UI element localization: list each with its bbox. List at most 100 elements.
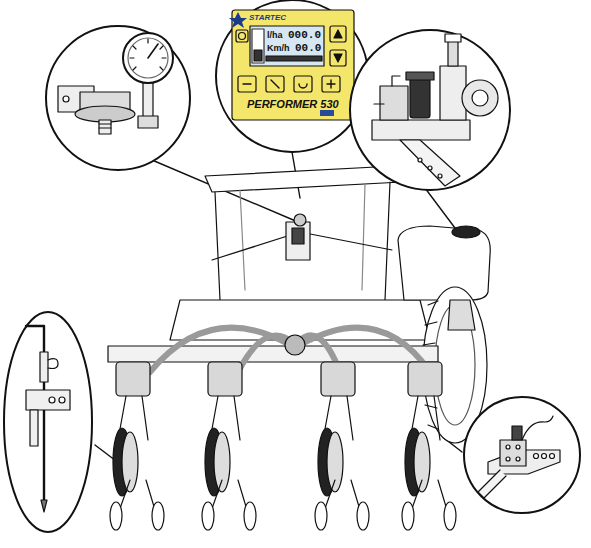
- screen-bar: [266, 56, 322, 61]
- pump-callout-part: [418, 158, 422, 162]
- pressure-gauge: [123, 33, 173, 83]
- button: [294, 76, 312, 92]
- unit-label: l/ha: [267, 31, 283, 40]
- row-unit: [402, 362, 456, 530]
- shaft: [478, 470, 506, 498]
- sensor-callout-part: [516, 457, 520, 461]
- sensor-callout-part: [506, 445, 510, 449]
- sensor-callout-part: [534, 454, 539, 459]
- pump-base: [372, 120, 470, 140]
- row-unit-part: [208, 362, 242, 396]
- tractor: [170, 166, 490, 443]
- tube-callout-part: [49, 397, 55, 403]
- regulator-knob: [99, 120, 111, 134]
- pump-callout-part: [472, 90, 488, 106]
- pump-callout-part: [374, 76, 400, 104]
- tube-tip: [41, 500, 47, 512]
- valve-block: [380, 86, 408, 120]
- model-name: PERFORMER 530: [247, 99, 339, 110]
- monitor-callout: [216, 0, 368, 152]
- row-unit-part: [244, 502, 256, 530]
- sensor-block: [500, 440, 526, 466]
- button: [236, 30, 248, 42]
- row-unit-part: [357, 502, 369, 530]
- callout-circle: [46, 26, 190, 170]
- tube-callout: [4, 312, 92, 532]
- tube-callout-part: [30, 410, 38, 446]
- row-unit-part: [321, 362, 355, 396]
- regulator-callout-part: [63, 96, 69, 102]
- callout-circle: [216, 0, 368, 152]
- pump-callout-part: [406, 72, 434, 80]
- regulator-small: [294, 214, 306, 226]
- gauge-stem: [143, 80, 153, 120]
- sensor-callout-part: [542, 454, 547, 459]
- callout-circle: [464, 397, 580, 513]
- cab-pillar: [362, 184, 365, 290]
- button: [330, 50, 346, 66]
- row-unit-part: [315, 502, 327, 530]
- monitor-callout-part: [254, 50, 262, 61]
- row-unit-part: [408, 362, 442, 396]
- monitor-callout-part: [334, 54, 342, 62]
- regulator-callout-part: [138, 116, 158, 128]
- monitor-screen: [250, 26, 324, 66]
- pump-callout-part: [438, 174, 442, 178]
- monitor-small: [292, 228, 304, 244]
- tank-cap: [452, 226, 480, 238]
- sensor-callout-part: [512, 426, 522, 440]
- sensor-callout: [464, 397, 580, 513]
- planter: [108, 328, 456, 530]
- unit-label: Km/h: [267, 44, 290, 53]
- row-unit-part: [214, 432, 230, 492]
- cab-pillar: [385, 182, 390, 300]
- cab-roof: [205, 166, 402, 192]
- tube-callout-part: [59, 397, 65, 403]
- callout-circle: [350, 30, 510, 190]
- row-unit-part: [122, 432, 138, 492]
- mount-bracket: [400, 140, 460, 186]
- filter: [410, 78, 430, 118]
- brand-tag: [320, 110, 334, 116]
- monitor-callout-part: [334, 30, 342, 38]
- display-value: 000.0: [288, 30, 321, 41]
- regulator-callout-part: [128, 38, 168, 78]
- gauge-needle: [148, 44, 158, 58]
- callout-ellipse: [4, 312, 92, 532]
- row-unit: [110, 362, 164, 530]
- regulator-callout-part: [99, 124, 111, 128]
- tube-callout-part: [48, 359, 58, 369]
- hoses: [150, 328, 430, 372]
- monitor-callout-part: [239, 33, 246, 40]
- row-unit-part: [414, 432, 430, 492]
- display-value: 00.0: [295, 43, 321, 54]
- monitor-housing: [232, 10, 354, 120]
- row-unit-part: [110, 502, 122, 530]
- pump-callout-part: [445, 34, 461, 42]
- row-unit-part: [152, 502, 164, 530]
- pump-callout-part: [428, 166, 432, 170]
- row-unit-part: [116, 362, 150, 396]
- cab-pillar: [240, 190, 245, 290]
- sensor-callout-part: [506, 457, 510, 461]
- row-unit: [315, 362, 369, 530]
- pump-head: [462, 80, 498, 116]
- row-unit-part: [444, 502, 456, 530]
- sensor-callout-part: [516, 445, 520, 449]
- monitor-callout-part: [252, 29, 264, 63]
- tube-joint: [40, 352, 48, 382]
- row-unit-part: [202, 502, 214, 530]
- regulator-callout-part: [130, 39, 166, 70]
- cab-pillar: [215, 192, 220, 300]
- leader-lines: [95, 152, 462, 470]
- valve-stem: [448, 40, 458, 66]
- button: [330, 26, 346, 42]
- tank: [398, 226, 490, 300]
- pump-small: [448, 300, 475, 330]
- tube-bracket: [26, 390, 70, 410]
- hoses-part: [238, 335, 292, 372]
- row-unit-part: [327, 432, 343, 492]
